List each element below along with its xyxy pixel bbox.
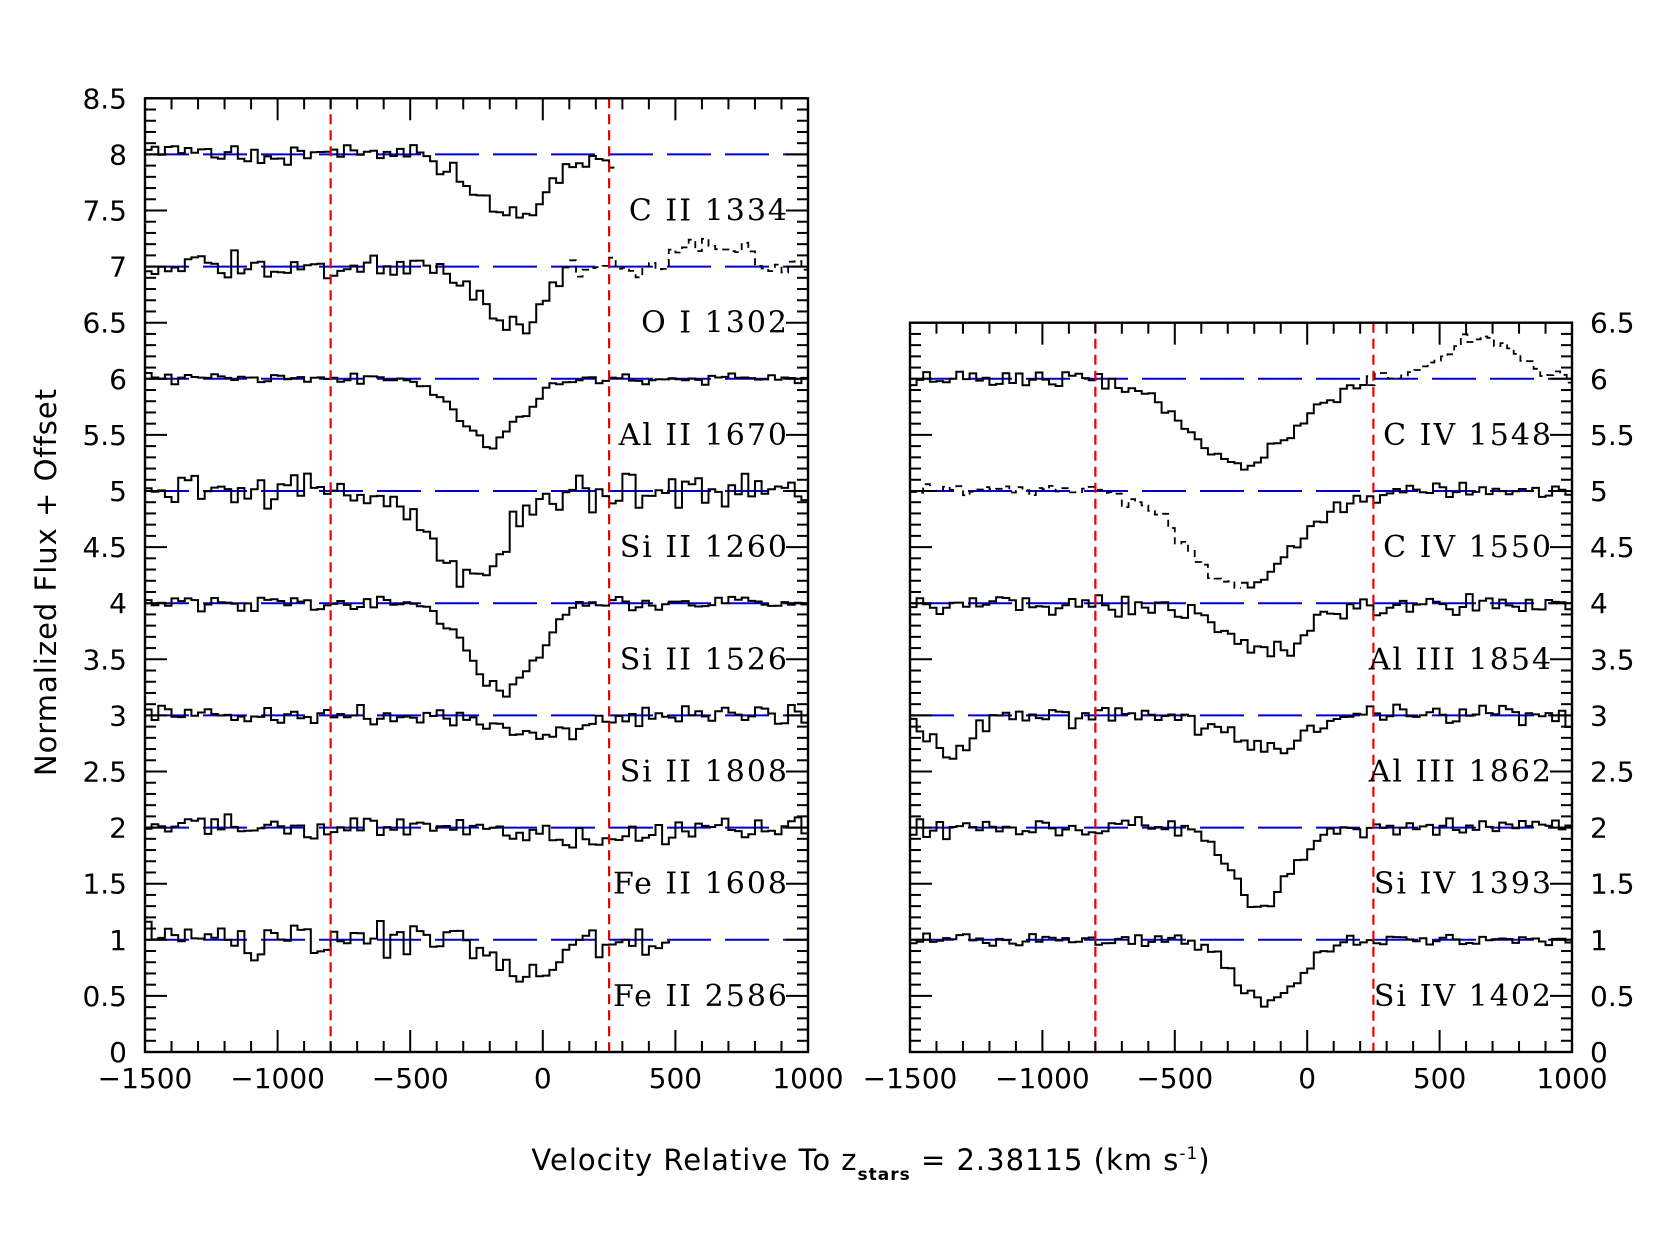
line-label-o-i-1302: O I 1302 [641, 306, 789, 341]
y-tick-label: 8 [109, 138, 127, 171]
x-tick-label: −1500 [863, 1062, 958, 1095]
line-label-si-iv-1393: Si IV 1393 [1374, 867, 1553, 902]
y-tick-label: 5.5 [1590, 419, 1635, 452]
y-tick-label: 7 [109, 251, 127, 284]
spectrum-c-iv-1550 [1241, 481, 1572, 589]
x-tick-label: −1000 [995, 1062, 1090, 1095]
y-tick-label: 1 [1590, 924, 1608, 957]
y-tick-label: 6 [109, 363, 127, 396]
spectrum-si-ii-1526 [145, 595, 808, 698]
x-tick-label: 500 [649, 1062, 702, 1095]
blend-spectrum-c-iv-1550 [910, 483, 1241, 589]
left-plot-area [145, 98, 808, 1052]
spectrum-si-ii-1260 [145, 472, 808, 588]
spectrum-o-i-1302 [145, 249, 570, 335]
x-tick-label: −1500 [98, 1062, 193, 1095]
y-tick-label: 3 [1590, 699, 1608, 732]
spectrum-al-iii-1854 [910, 593, 1572, 658]
line-label-c-iv-1548: C IV 1548 [1383, 418, 1553, 453]
y-tick-label: 2 [1590, 812, 1608, 845]
y-tick-label: 3.5 [1590, 643, 1635, 676]
y-tick-label: 3 [109, 699, 127, 732]
spectrum-si-ii-1808 [145, 704, 808, 741]
spectrum-si-iv-1402 [910, 932, 1572, 1008]
y-tick-label: 7.5 [82, 195, 127, 228]
line-label-si-iv-1402: Si IV 1402 [1374, 979, 1553, 1014]
x-axis-title: Velocity Relative To zstars = 2.38115 (k… [531, 1143, 1210, 1185]
blend-spectrum-o-i-1302 [569, 237, 808, 279]
y-tick-label: 1.5 [82, 868, 127, 901]
y-tick-label: 2.5 [1590, 756, 1635, 789]
y-tick-label: 4.5 [1590, 531, 1635, 564]
y-tick-label: 0 [109, 1036, 127, 1069]
y-tick-label: 5.5 [82, 419, 127, 452]
line-label-al-iii-1854: Al III 1854 [1368, 642, 1553, 677]
spectrum-al-ii-1670 [145, 372, 808, 450]
x-tick-label: 0 [1298, 1062, 1316, 1095]
x-tick-label: 1000 [1536, 1062, 1607, 1095]
y-axis-title: Normalized Flux + Offset [29, 388, 63, 776]
spectrum-fe-ii-2586 [145, 920, 671, 983]
y-tick-label: 8.5 [82, 82, 127, 115]
right-plot-area [910, 322, 1572, 1052]
spectrum-c-iv-1548 [910, 370, 1369, 471]
line-label-fe-ii-1608: Fe II 1608 [613, 867, 789, 902]
x-tick-label: 500 [1413, 1062, 1466, 1095]
line-label-al-iii-1862: Al III 1862 [1368, 755, 1553, 790]
line-label-si-ii-1260: Si II 1260 [620, 530, 789, 565]
line-label-al-ii-1670: Al II 1670 [618, 418, 789, 453]
x-tick-label: −500 [1136, 1062, 1213, 1095]
y-tick-label: 6.5 [82, 307, 127, 340]
y-tick-label: 5 [109, 475, 127, 508]
left-panel: C II 1334 O I 1302 Al II 1670 Si II 1260 Si … [82, 82, 843, 1095]
x-tick-label: −1000 [230, 1062, 325, 1095]
spectrum-si-iv-1393 [910, 816, 1572, 908]
y-tick-label: 3.5 [82, 643, 127, 676]
y-tick-label: 6 [1590, 363, 1608, 396]
line-label-si-ii-1526: Si II 1526 [620, 642, 789, 677]
y-tick-label: 2.5 [82, 756, 127, 789]
y-tick-label: 0.5 [82, 980, 127, 1013]
spectrum-fe-ii-1608 [145, 813, 808, 849]
line-label-si-ii-1808: Si II 1808 [620, 755, 789, 790]
blend-spectrum-c-iv-1548 [1368, 333, 1572, 386]
y-tick-label: 1 [109, 924, 127, 957]
left-plot-frame [143, 97, 810, 1054]
right-plot-frame [908, 321, 1574, 1054]
y-tick-label: 4.5 [82, 531, 127, 564]
x-tick-label: 1000 [772, 1062, 843, 1095]
line-label-c-iv-1550: C IV 1550 [1383, 530, 1553, 565]
x-tick-label: −500 [372, 1062, 449, 1095]
x-tick-label: 0 [534, 1062, 552, 1095]
y-tick-label: 0.5 [1590, 980, 1635, 1013]
y-tick-label: 4 [109, 587, 127, 620]
y-tick-label: 6.5 [1590, 307, 1635, 340]
y-tick-label: 4 [1590, 587, 1608, 620]
y-tick-label: 0 [1590, 1036, 1608, 1069]
spectrum-al-iii-1862 [910, 703, 1572, 760]
spectrum-c-ii-1334 [145, 144, 615, 219]
right-panel: C IV 1548 C IV 1550 Al III 1854 Al III 1862… [863, 307, 1635, 1095]
line-label-fe-ii-2586: Fe II 2586 [613, 979, 789, 1014]
y-tick-label: 1.5 [1590, 868, 1635, 901]
y-tick-label: 5 [1590, 475, 1608, 508]
y-tick-label: 2 [109, 812, 127, 845]
line-label-c-ii-1334: C II 1334 [629, 194, 789, 229]
